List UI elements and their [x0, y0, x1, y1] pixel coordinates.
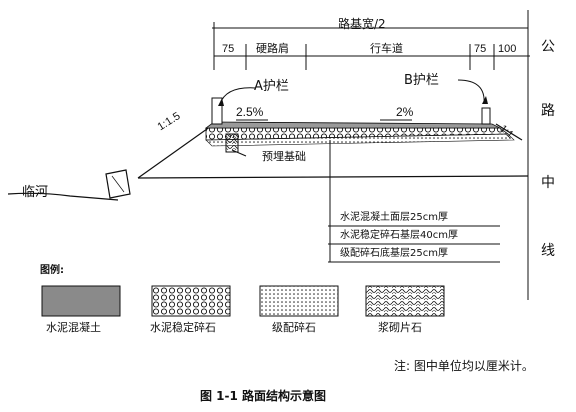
- right-75-label: 75: [474, 43, 487, 55]
- left-75-label: 75: [222, 43, 235, 55]
- guardrail-a-label: A护栏: [254, 79, 289, 94]
- unit-note: 注: 图中单位均以厘米计。: [394, 359, 534, 373]
- terrain: [7, 123, 529, 201]
- river-side-label: 临河: [22, 185, 49, 200]
- centerline-char-3: 中: [541, 175, 555, 191]
- carriageway-label: 行车道: [370, 42, 403, 55]
- guardrail-foundations: [211, 97, 491, 153]
- legend-swatch-concrete: [41, 285, 121, 317]
- total-half-width-label: 路基宽/2: [338, 17, 386, 31]
- crossfall-shoulder-label: 2.5%: [236, 105, 264, 119]
- centerline-char-1: 公: [541, 39, 555, 55]
- crossfall-lane-label: 2%: [396, 105, 414, 119]
- foundation-label: 预埋基础: [262, 150, 306, 163]
- legend-label-cement-stabilized: 水泥稳定碎石: [150, 321, 216, 334]
- figure-caption: 图 1-1 路面结构示意图: [200, 389, 327, 403]
- retaining-block: [105, 169, 131, 199]
- legend-label-concrete: 水泥混凝土: [46, 321, 101, 334]
- subbase-layer: [205, 133, 515, 147]
- legend-swatch-graded-gravel: [259, 285, 339, 317]
- arrow-head-a: [218, 98, 224, 106]
- centerline-char-4: 线: [541, 243, 555, 259]
- pavement-layers: [204, 121, 515, 147]
- legend-label-masonry: 浆砌片石: [378, 321, 422, 334]
- legend-title: 图例:: [40, 265, 64, 276]
- layer-subbase-label: 级配碎石底基层25cm厚: [340, 248, 448, 259]
- centerline-char-2: 路: [541, 103, 555, 119]
- hard-shoulder-label: 硬路肩: [256, 42, 289, 55]
- legend-swatch-masonry: [365, 285, 445, 317]
- layer-base-label: 水泥稳定碎石基层40cm厚: [340, 230, 458, 241]
- surface-layer: [204, 121, 501, 129]
- legend-label-graded-gravel: 级配碎石: [272, 321, 316, 334]
- right-100-label: 100: [498, 43, 517, 55]
- layer-surface-label: 水泥混凝土面层25cm厚: [340, 212, 448, 223]
- legend-swatch-cement-stabilized: [151, 285, 231, 317]
- dimension-lines: [212, 22, 530, 70]
- leader-lines: [219, 79, 500, 263]
- arrow-head-b: [482, 96, 488, 104]
- guardrail-b-label: B护栏: [404, 73, 439, 88]
- legend-swatches: [41, 285, 445, 317]
